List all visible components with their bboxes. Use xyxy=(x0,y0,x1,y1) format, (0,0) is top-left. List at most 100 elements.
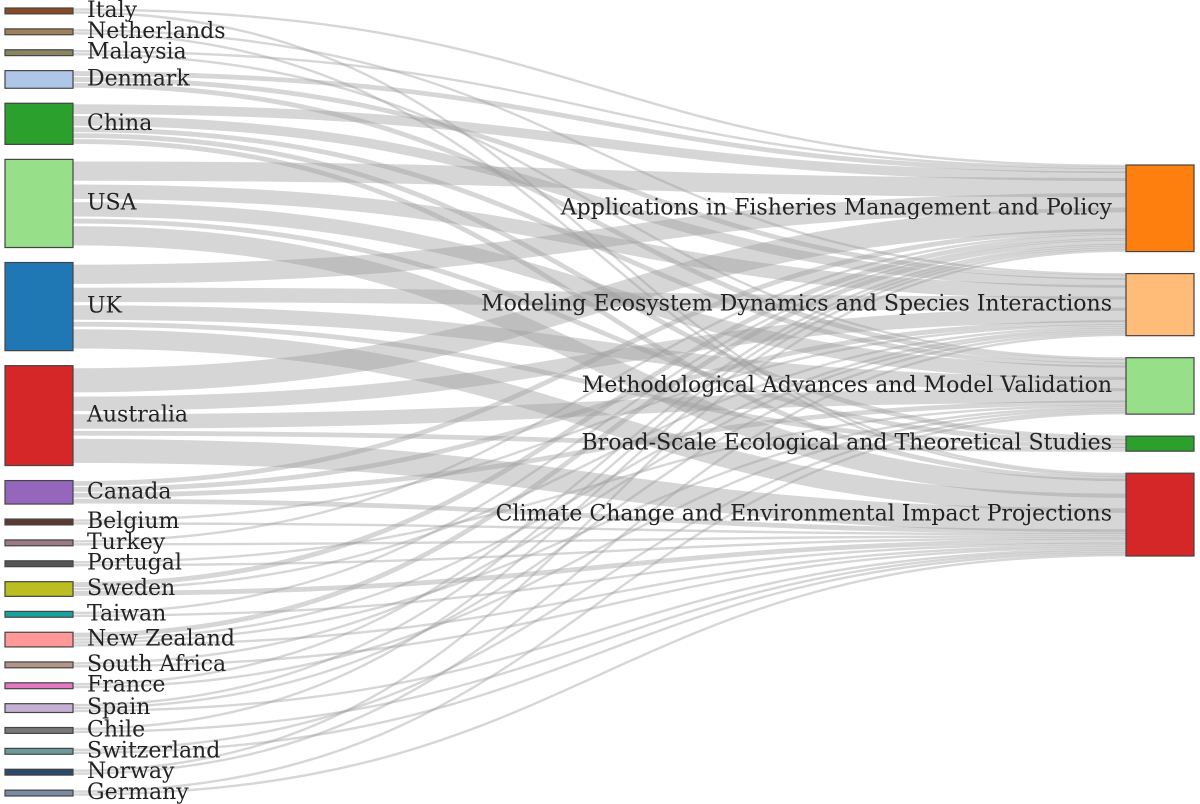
nodes-layer xyxy=(4,7,1195,797)
flow-link-uk-to-methodological-advances-and-model-validation xyxy=(72,305,1127,392)
flow-link-chile-to-applications-in-fisheries-management-and-policy xyxy=(72,247,1127,731)
flow-link-china-to-broad-scale-ecological-and-theoretical-studies xyxy=(72,133,1127,441)
source-label-taiwan: Taiwan xyxy=(87,601,166,626)
flow-link-canada-to-methodological-advances-and-model-validation xyxy=(72,400,1127,498)
flow-link-spain-to-climate-change-and-environmental-impact-projections xyxy=(72,548,1127,713)
flow-link-new-zealand-to-modeling-ecosystem-dynamics-and-species-interactions xyxy=(72,327,1127,641)
target-node-methodological-advances-and-model-validation xyxy=(1125,357,1195,415)
source-label-usa: USA xyxy=(87,190,138,215)
flow-link-new-zealand-to-applications-in-fisheries-management-and-policy xyxy=(72,239,1127,638)
labels-layer: ItalyNetherlandsMalaysiaDenmarkChinaUSAU… xyxy=(86,0,1113,804)
source-node-taiwan xyxy=(4,610,74,618)
flow-link-chile-to-climate-change-and-environmental-impact-projections xyxy=(72,550,1127,734)
source-label-france: France xyxy=(87,673,165,698)
source-label-germany: Germany xyxy=(87,780,189,804)
source-node-usa xyxy=(4,158,74,249)
source-node-germany xyxy=(4,789,74,797)
source-label-sweden: Sweden xyxy=(87,576,175,601)
flow-link-south-africa-to-modeling-ecosystem-dynamics-and-species-interactions xyxy=(72,329,1127,665)
flow-link-france-to-applications-in-fisheries-management-and-policy xyxy=(72,243,1127,686)
flow-link-denmark-to-applications-in-fisheries-management-and-policy xyxy=(72,71,1127,174)
source-node-new-zealand xyxy=(4,631,74,648)
flow-link-belgium-to-modeling-ecosystem-dynamics-and-species-interactions xyxy=(72,324,1127,522)
flow-link-spain-to-modeling-ecosystem-dynamics-and-species-interactions xyxy=(72,331,1127,710)
flow-link-new-zealand-to-climate-change-and-environmental-impact-projections xyxy=(72,544,1127,647)
flow-link-australia-to-broad-scale-ecological-and-theoretical-studies xyxy=(72,430,1127,452)
flow-link-italy-to-climate-change-and-environmental-impact-projections xyxy=(72,11,1127,476)
target-label-methodological-advances-and-model-validation: Methodological Advances and Model Valida… xyxy=(582,373,1112,398)
flow-link-switzerland-to-methodological-advances-and-model-validation xyxy=(72,410,1127,752)
flow-link-denmark-to-modeling-ecosystem-dynamics-and-species-interactions xyxy=(72,77,1127,280)
source-node-uk xyxy=(4,261,74,352)
flow-link-sweden-to-applications-in-fisheries-management-and-policy xyxy=(72,234,1127,588)
flow-link-turkey-to-climate-change-and-environmental-impact-projections xyxy=(72,535,1127,546)
source-label-spain: Spain xyxy=(87,695,150,720)
source-node-belgium xyxy=(4,518,74,526)
source-node-china xyxy=(4,102,74,145)
source-label-turkey: Turkey xyxy=(87,530,166,555)
flow-link-germany-to-methodological-advances-and-model-validation xyxy=(72,411,1127,793)
source-node-sweden xyxy=(4,581,74,597)
source-node-spain xyxy=(4,703,74,714)
flow-link-portugal-to-methodological-advances-and-model-validation xyxy=(72,404,1127,564)
flow-link-australia-to-applications-in-fisheries-management-and-policy xyxy=(72,207,1127,393)
flow-link-canada-to-climate-change-and-environmental-impact-projections xyxy=(72,498,1127,534)
flow-link-turkey-to-applications-in-fisheries-management-and-policy xyxy=(72,232,1127,543)
source-node-turkey xyxy=(4,539,74,547)
flow-link-portugal-to-climate-change-and-environmental-impact-projections xyxy=(72,536,1127,567)
target-label-climate-change-and-environmental-impact-projections: Climate Change and Environmental Impact … xyxy=(496,502,1112,527)
flow-link-sweden-to-modeling-ecosystem-dynamics-and-species-interactions xyxy=(72,326,1127,591)
source-label-australia: Australia xyxy=(86,403,188,428)
target-node-applications-in-fisheries-management-and-policy xyxy=(1125,164,1195,253)
flow-link-australia-to-modeling-ecosystem-dynamics-and-species-interactions xyxy=(72,307,1127,412)
target-label-modeling-ecosystem-dynamics-and-species-interactions: Modeling Ecosystem Dynamics and Species … xyxy=(481,292,1112,317)
flow-link-china-to-methodological-advances-and-model-validation xyxy=(72,127,1127,368)
source-node-italy xyxy=(4,7,74,15)
source-node-denmark xyxy=(4,70,74,89)
flow-link-australia-to-methodological-advances-and-model-validation xyxy=(72,388,1127,429)
flow-link-china-to-climate-change-and-environmental-impact-projections xyxy=(72,139,1127,482)
flow-link-canada-to-applications-in-fisheries-management-and-policy xyxy=(72,228,1127,486)
source-label-south-africa: South Africa xyxy=(87,652,226,677)
flow-link-netherlands-to-modeling-ecosystem-dynamics-and-species-interactions xyxy=(72,29,1127,276)
source-label-china: China xyxy=(87,111,152,136)
flow-link-norway-to-modeling-ecosystem-dynamics-and-species-interactions xyxy=(72,333,1127,775)
flow-link-denmark-to-methodological-advances-and-model-validation xyxy=(72,82,1127,364)
source-label-chile: Chile xyxy=(87,717,145,742)
flow-link-malaysia-to-methodological-advances-and-model-validation xyxy=(72,52,1127,360)
source-node-norway xyxy=(4,768,74,776)
flow-link-belgium-to-climate-change-and-environmental-impact-projections xyxy=(72,522,1127,536)
flow-link-netherlands-to-climate-change-and-environmental-impact-projections xyxy=(72,32,1127,478)
flow-link-usa-to-broad-scale-ecological-and-theoretical-studies xyxy=(72,218,1127,445)
flow-link-switzerland-to-climate-change-and-environmental-impact-projections xyxy=(72,551,1127,754)
flow-link-uk-to-applications-in-fisheries-management-and-policy xyxy=(72,193,1127,284)
source-node-south-africa xyxy=(4,661,74,669)
source-node-canada xyxy=(4,479,74,505)
links-layer xyxy=(72,8,1127,796)
flow-link-norway-to-applications-in-fisheries-management-and-policy xyxy=(72,249,1127,772)
flow-link-china-to-applications-in-fisheries-management-and-policy xyxy=(72,104,1127,182)
flow-link-new-zealand-to-methodological-advances-and-model-validation xyxy=(72,406,1127,644)
target-node-modeling-ecosystem-dynamics-and-species-interactions xyxy=(1125,272,1195,337)
flow-link-france-to-methodological-advances-and-model-validation xyxy=(72,408,1127,689)
flow-link-canada-to-modeling-ecosystem-dynamics-and-species-interactions xyxy=(72,320,1127,492)
source-label-netherlands: Netherlands xyxy=(87,19,226,44)
source-label-portugal: Portugal xyxy=(87,551,182,576)
flow-link-usa-to-methodological-advances-and-model-validation xyxy=(72,202,1127,380)
target-label-broad-scale-ecological-and-theoretical-studies: Broad-Scale Ecological and Theoretical S… xyxy=(582,431,1112,456)
source-label-canada: Canada xyxy=(87,479,171,504)
flow-link-usa-to-modeling-ecosystem-dynamics-and-species-interactions xyxy=(72,184,1127,300)
flow-link-uk-to-broad-scale-ecological-and-theoretical-studies xyxy=(72,321,1127,448)
source-node-australia xyxy=(4,365,74,467)
flow-link-uk-to-modeling-ecosystem-dynamics-and-species-interactions xyxy=(72,287,1127,311)
flow-link-spain-to-applications-in-fisheries-management-and-policy xyxy=(72,245,1127,707)
source-label-denmark: Denmark xyxy=(87,66,190,91)
flow-link-taiwan-to-applications-in-fisheries-management-and-policy xyxy=(72,238,1127,615)
flow-link-taiwan-to-climate-change-and-environmental-impact-projections xyxy=(72,542,1127,617)
source-node-switzerland xyxy=(4,747,74,755)
flow-link-usa-to-applications-in-fisheries-management-and-policy xyxy=(72,161,1127,198)
flow-link-sweden-to-climate-change-and-environmental-impact-projections xyxy=(72,538,1127,596)
source-label-new-zealand: New Zealand xyxy=(87,627,235,652)
source-node-france xyxy=(4,682,74,690)
